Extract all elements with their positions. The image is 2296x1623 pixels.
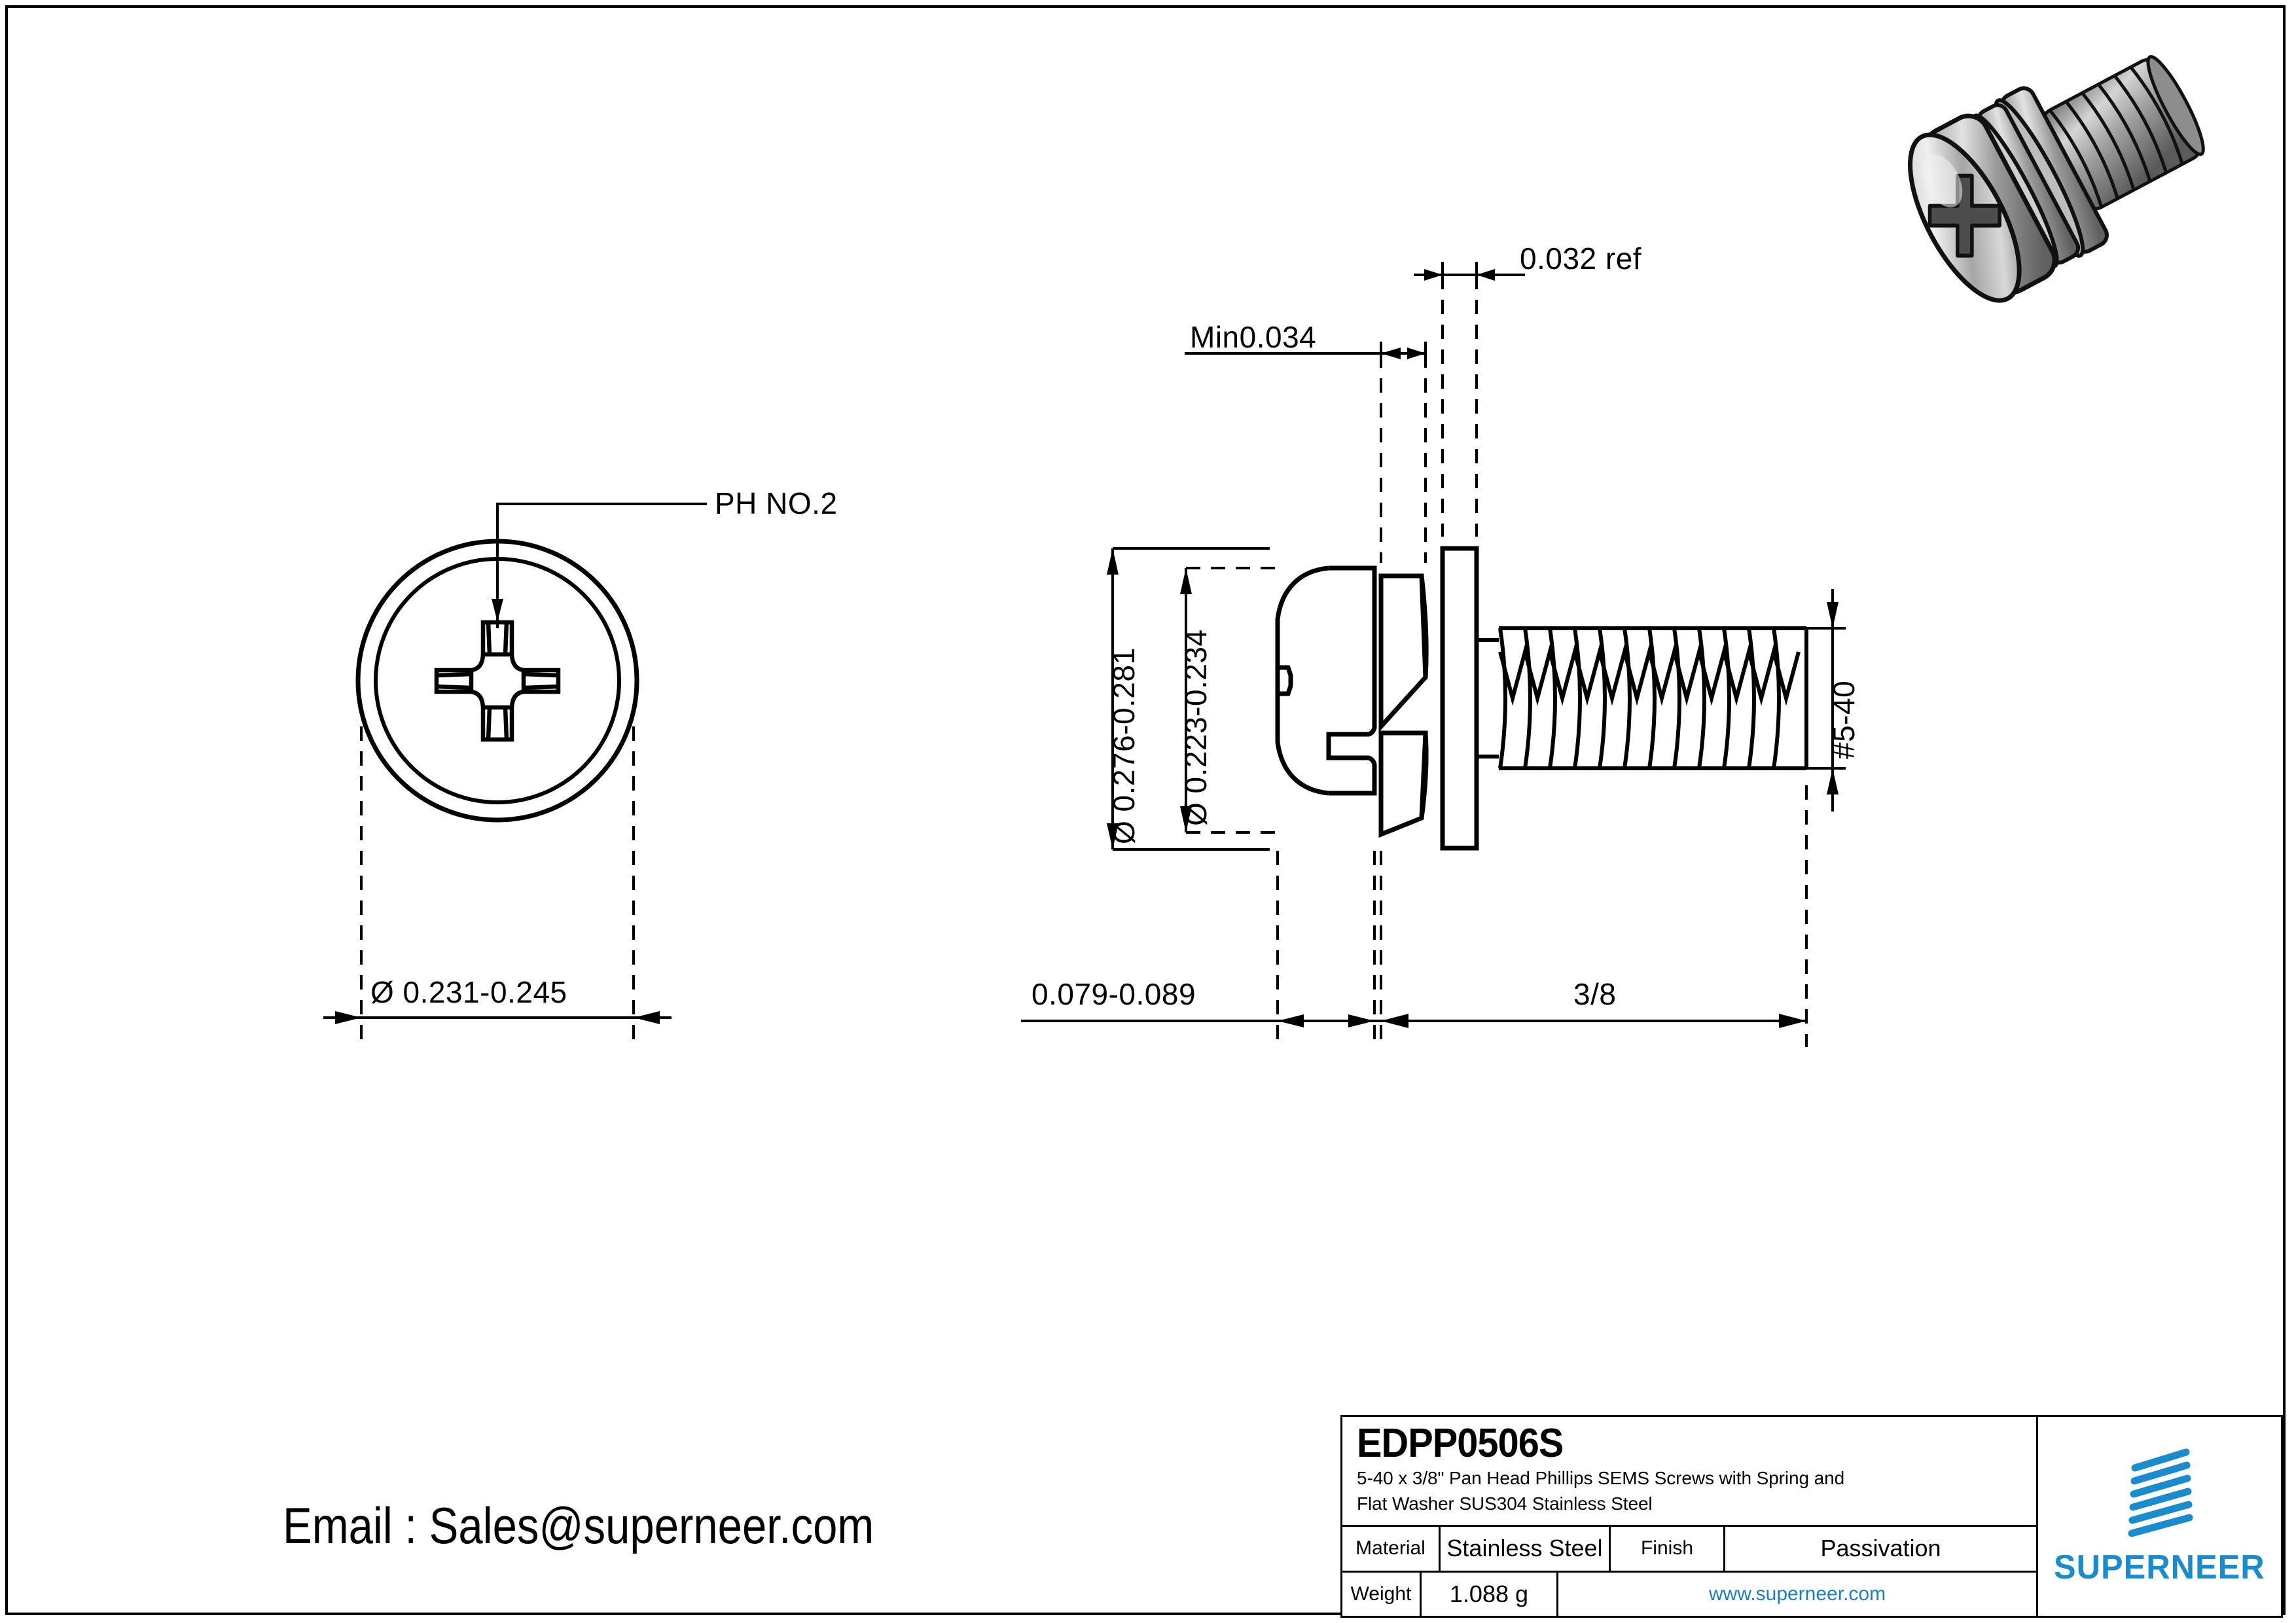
finish-label: Finish: [1611, 1527, 1725, 1571]
material-label: Material: [1342, 1527, 1441, 1571]
shank-threads: [2041, 55, 2205, 211]
drawing-border: [5, 5, 2286, 1615]
title-block-row-material: Material Stainless Steel Finish Passivat…: [1342, 1527, 2036, 1573]
dim-label-head-diameter: Ø 0.231-0.245: [370, 975, 567, 1009]
contact-email: Email : Sales@superneer.com: [283, 1497, 874, 1554]
dim-label-0032ref: 0.032 ref: [1520, 241, 1642, 276]
dim-label-3-8: 3/8: [1573, 977, 1617, 1011]
pan-head: [1908, 113, 2057, 303]
phillips-recess-icon: [1928, 173, 2001, 258]
screw-3d-svg: [1908, 55, 2205, 303]
part-description-line-2: Flat Washer SUS304 Stainless Steel: [1357, 1493, 1653, 1514]
finish-value: Passivation: [1820, 1535, 1941, 1562]
brand-name: SUPERNEER: [2054, 1548, 2265, 1586]
brand-logo: SUPERNEER: [2038, 1417, 2281, 1616]
iso-3d-render: [1901, 23, 2229, 324]
superneer-logo-icon: [2128, 1448, 2193, 1537]
dim-label-thread-5-40: #5-40: [1827, 680, 1861, 759]
weight-label: Weight: [1342, 1572, 1422, 1616]
dim-label-od-276-281: Ø 0.276-0.281: [1107, 647, 1141, 844]
dim-label-0079-0089: 0.079-0.089: [1031, 977, 1196, 1011]
website-link[interactable]: www.superneer.com: [1708, 1582, 1886, 1605]
material-value: Stainless Steel: [1441, 1527, 1611, 1571]
screw-body-group: [1908, 55, 2205, 303]
weight-value: 1.088 g: [1422, 1572, 1559, 1616]
title-block-left: EDPP0506S 5-40 x 3/8" Pan Head Phillips …: [1342, 1417, 2038, 1616]
callout-ph-no2: PH NO.2: [715, 486, 838, 520]
title-block: EDPP0506S 5-40 x 3/8" Pan Head Phillips …: [1340, 1415, 2283, 1618]
part-description-line-1: 5-40 x 3/8" Pan Head Phillips SEMS Screw…: [1357, 1467, 1845, 1488]
part-code: EDPP0506S: [1357, 1421, 1564, 1466]
dim-label-min0034: Min0.034: [1190, 320, 1317, 354]
title-block-row-weight: Weight 1.088 g www.superneer.com: [1342, 1572, 2036, 1616]
dim-label-od-223-234: Ø 0.223-0.234: [1179, 629, 1213, 826]
title-block-description: EDPP0506S 5-40 x 3/8" Pan Head Phillips …: [1342, 1417, 2036, 1527]
